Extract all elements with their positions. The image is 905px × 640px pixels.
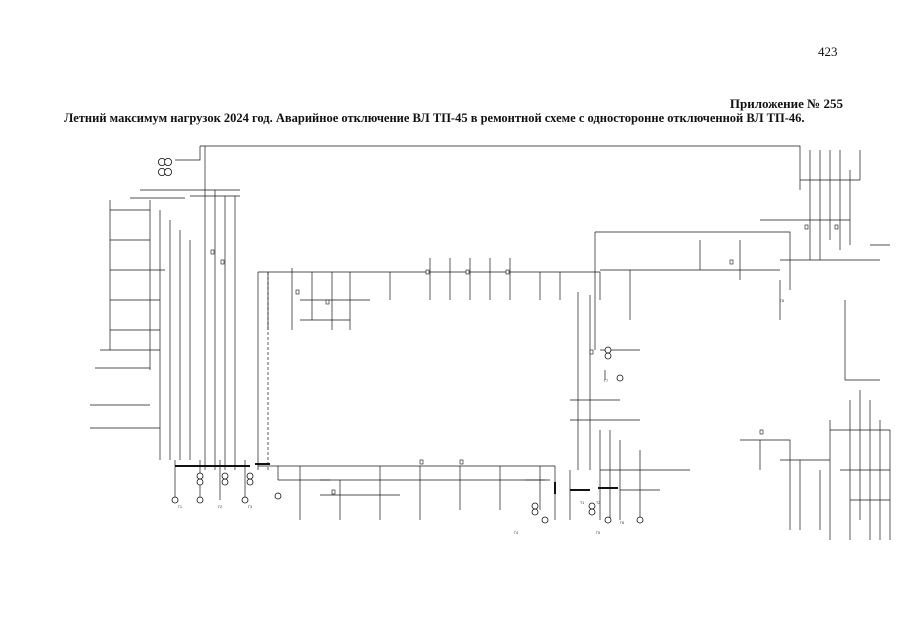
generator-label-3: Г3 (248, 505, 252, 509)
generator-label-6: Г6 (620, 521, 624, 525)
diagram-title: Летний максимум нагрузок 2024 год. Авари… (64, 111, 805, 125)
generator-label-4: Г4 (514, 531, 518, 535)
diagram-lines (90, 145, 891, 540)
generators (171, 374, 644, 524)
generator-label-2: Г2 (218, 505, 222, 509)
transformers (157, 157, 612, 516)
generator-label-7: Г7 (604, 379, 608, 383)
page-number: 423 (818, 44, 838, 59)
transformer-label-t2: Т2 (596, 501, 600, 505)
busbars (175, 463, 618, 494)
appendix-heading: Приложение № 255 (729, 96, 843, 111)
generator-label-1: Г1 (178, 505, 182, 509)
transformer-label-t1: Т1 (580, 501, 584, 505)
generator-label-8: Г8 (780, 299, 784, 303)
switches (210, 224, 839, 495)
generator-label-5: Г5 (596, 531, 600, 535)
